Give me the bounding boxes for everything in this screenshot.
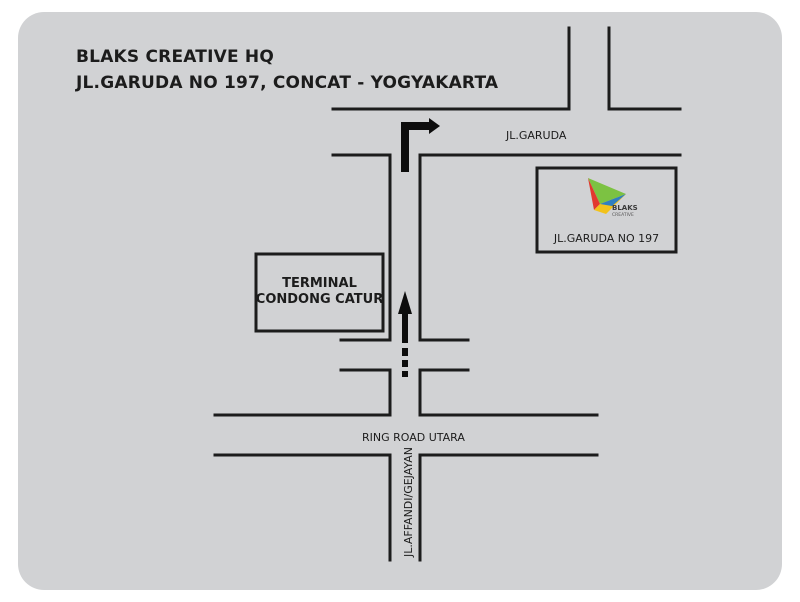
terminal-box — [254, 252, 385, 333]
logo-sub: CREATIVE — [612, 212, 634, 218]
blaks-logo-icon: BLAKS CREATIVE — [588, 178, 638, 218]
map-title: BLAKS CREATIVE HQ — [76, 47, 274, 67]
jl-garuda-label: JL.GARUDA — [505, 129, 567, 142]
logo-name: BLAKS — [612, 204, 638, 212]
ring-road-label: RING ROAD UTARA — [362, 431, 465, 444]
terminal-label-line2: CONDONG CATUR — [256, 292, 383, 307]
map-address: JL.GARUDA NO 197, CONCAT - YOGYAKARTA — [75, 73, 499, 93]
hq-box — [535, 166, 678, 254]
hq-address-label: JL.GARUDA NO 197 — [553, 232, 659, 245]
route-arrow-up-icon — [398, 291, 412, 377]
route-arrow-turn-right-icon — [401, 118, 440, 172]
terminal-label-line1: TERMINAL — [282, 276, 357, 291]
jl-affandi-label: JL.AFFANDI/GEJAYAN — [402, 447, 415, 558]
